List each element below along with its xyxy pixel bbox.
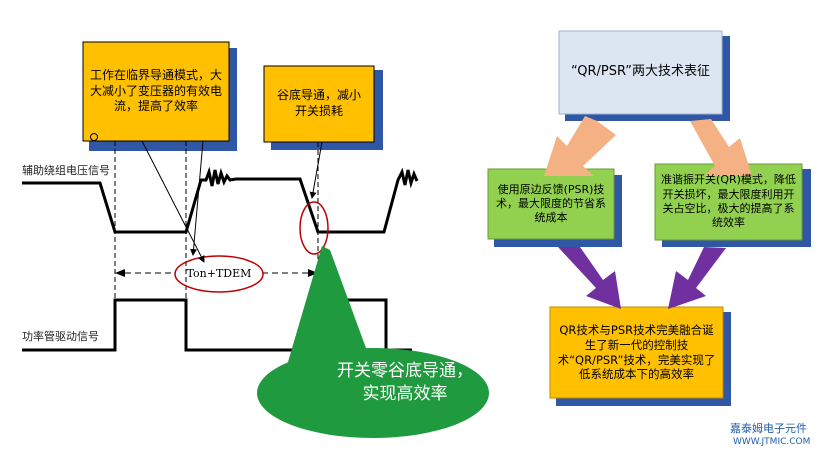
purple-arrow-right [668, 247, 726, 309]
orange-arrow-right [690, 119, 752, 176]
timing-guides [114, 141, 319, 302]
callout-bubble [257, 348, 489, 438]
critical-mode-note-box [82, 41, 230, 142]
valley-ellipse [299, 201, 329, 255]
corner-marker [90, 133, 98, 141]
valley-conduction-note: 谷底导通，减小开关损耗 [276, 88, 361, 118]
ton-tdem-label: Ton+TDEM [186, 267, 252, 280]
watermark-company: 嘉泰姆电子元件 [730, 422, 807, 435]
fusion-box [549, 306, 724, 399]
gate-drive-label: 功率管驱动信号 [22, 330, 99, 343]
purple-arrow-left [558, 247, 621, 309]
aux-winding-label: 辅助绕组电压信号 [22, 164, 110, 177]
aux-winding-waveform [22, 166, 419, 234]
critical-mode-note: 工作在临界导通模式，大大减小了变压器的有效电流，提高了效率 [89, 67, 222, 114]
valley-note-box [263, 65, 375, 143]
ton-arrow-left [115, 269, 125, 277]
ton-arrow-right [308, 269, 318, 277]
valley-pointer [309, 141, 323, 199]
title-box [558, 30, 723, 115]
callout-wedge [288, 246, 377, 378]
gate-drive-waveform [22, 298, 412, 352]
orange-arrow-left [544, 116, 616, 176]
ton-ellipse [174, 255, 264, 293]
zero-current-callout-text: 开关零谷底导通，实现高效率 [337, 361, 473, 404]
qr-description: 准谐振开关(QR)模式，降低开关损坏，最大限度利用开关占空比，极大的提高了系统效… [661, 173, 796, 230]
psr-description: 使用原边反馈(PSR)技术，最大限度的节省系统成本 [496, 182, 606, 225]
critical-pointer-2 [190, 140, 204, 256]
psr-box [487, 168, 615, 240]
watermark-url: WWW.JTMIC.COM [733, 437, 811, 447]
qr-box [654, 163, 803, 241]
concept-title: “QR/PSR”两大技术表征 [571, 64, 710, 80]
fusion-description: QR技术与PSR技术完美融合诞生了新一代的控制技术“QR/PSR”技术，完美实现… [557, 322, 716, 382]
